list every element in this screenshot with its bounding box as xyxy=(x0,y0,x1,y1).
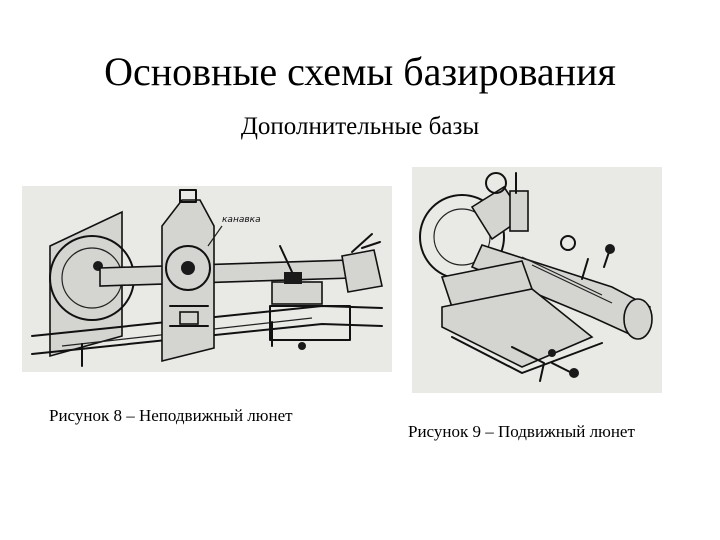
slide-title: Основные схемы базирования xyxy=(104,49,616,94)
figure-follower-steady-rest xyxy=(412,167,662,393)
slide-subtitle: Дополнительные базы xyxy=(240,113,480,140)
fixed-steady-rest-drawing: канавка xyxy=(31,189,383,367)
figure-8-caption: Рисунок 8 – Неподвижный люнет xyxy=(49,406,293,425)
figure-fixed-steady-rest: канавка xyxy=(22,186,392,372)
follower-steady-rest-drawing xyxy=(419,172,653,382)
groove-annotation: канавка xyxy=(222,215,261,225)
figure-9-caption: Рисунок 9 – Подвижный люнет xyxy=(408,422,635,441)
